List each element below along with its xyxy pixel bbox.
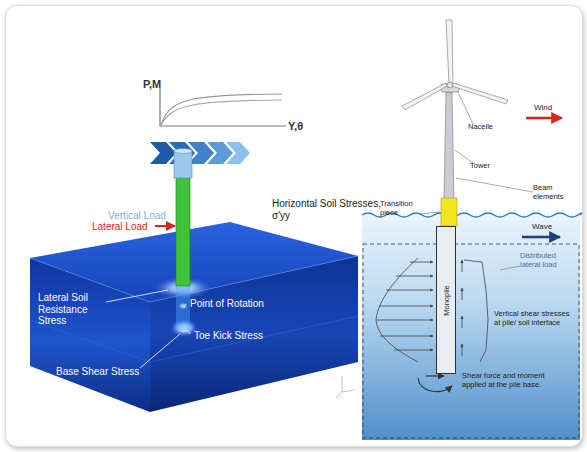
part-label: Transition piece: [380, 200, 424, 217]
distributed-load-arrows-part: [379, 306, 433, 307]
wind-turbine-part: [446, 20, 453, 84]
stress-label: Horizontal Soil Stresses, σ'yy: [272, 198, 382, 221]
fe-pile-part: [176, 176, 190, 286]
distributed-load-arrows-part: [464, 260, 488, 362]
distributed-load-arrows-part: [394, 350, 433, 351]
turbine-leader-lines-part: [500, 266, 520, 270]
turbine-leader-lines-part: [458, 92, 473, 124]
wind-turbine-part: [444, 92, 454, 200]
fe-leader-lines-part: [106, 290, 168, 302]
wind-wave-arrows-part: [522, 236, 560, 238]
distributed-load-arrows-part: [396, 276, 433, 277]
sea-and-soil-part: [362, 214, 580, 440]
distributed-load-arrows-part: [377, 320, 433, 321]
turbine-leader-lines-part: [420, 212, 440, 214]
wind-turbine-part: [441, 198, 457, 226]
base-moment-arrow-part: [426, 375, 444, 376]
lateral-load-arrow: [155, 226, 175, 227]
wind-wave-arrows: [522, 118, 562, 237]
part-label: Tower: [470, 162, 490, 171]
load-label: Shear force and moment applied at the pi…: [462, 372, 562, 389]
load-curve-icon: [160, 88, 286, 126]
pile-box: Monopile: [436, 226, 456, 374]
shear-stress-arrows-part: [462, 316, 463, 328]
distributed-load-arrows-part: [376, 258, 418, 362]
load-curve-icon-part: [161, 94, 282, 125]
shear-stress-arrows-part: [462, 288, 463, 300]
shear-stress-arrows-part: [462, 260, 463, 272]
axis-label: Y,θ: [288, 120, 303, 133]
stress-label: Point of Rotation: [190, 298, 264, 310]
fe-pile-part: [174, 150, 192, 178]
stress-label: Base Shear Stress: [56, 366, 139, 378]
sea-and-soil-part: [363, 244, 579, 438]
process-chevrons-part: [226, 142, 250, 164]
process-chevrons: [150, 142, 250, 164]
base-moment-arrow: [418, 376, 452, 392]
base-moment-arrow-part: [418, 378, 452, 392]
shear-stress-arrows: [462, 260, 463, 356]
load-curve-icon-part: [161, 100, 282, 125]
wind-turbine-part: [402, 83, 447, 110]
part-label: Beam elements: [533, 184, 577, 201]
distributed-load-arrows: [376, 258, 488, 362]
load-label: Vertical shear stresses at pile/ soil in…: [494, 310, 572, 327]
wind-wave-arrows-part: [526, 117, 562, 119]
soil-block-part: [30, 258, 150, 412]
axis-triad-part: [342, 376, 343, 392]
part-label: Nacelle: [468, 123, 493, 132]
distributed-load-arrows-part: [410, 262, 433, 263]
load-label: Wind: [534, 103, 552, 112]
lateral-load-arrow-part: [155, 225, 175, 227]
distributed-load-arrows-part: [386, 290, 433, 291]
wind-turbine-part: [452, 83, 508, 104]
fe-leader-lines-part: [188, 331, 190, 334]
axis-triad-part: [342, 390, 354, 392]
fe-pile: [174, 149, 192, 331]
fe-pile-part: [174, 149, 192, 154]
load-label: Lateral Load: [92, 221, 148, 233]
fe-leader-lines-part: [184, 304, 186, 308]
load-label: Vertical Load: [108, 210, 166, 222]
shear-stress-arrows-part: [462, 344, 463, 356]
soil-block-part: [30, 316, 358, 362]
turbine-leader-lines-part: [456, 178, 533, 192]
wind-turbine: [402, 20, 508, 226]
axis-triad-part: [336, 392, 342, 398]
load-label: Wave: [532, 222, 552, 231]
load-label: Distributed lateral load: [520, 252, 570, 269]
stress-label: Toe Kick Stress: [194, 330, 263, 342]
wind-turbine-part: [447, 82, 453, 88]
fe-leader-lines-part: [140, 334, 180, 368]
fe-leader-lines: [106, 290, 190, 368]
axis-label: P,M: [143, 78, 161, 91]
load-curve-icon-part: [160, 88, 286, 126]
soil-block: [30, 222, 358, 412]
axis-triad: [336, 376, 354, 398]
sea-and-soil: [362, 213, 582, 440]
distributed-load-arrows-part: [380, 336, 433, 337]
stress-label: Lateral Soil Resistance Stress: [38, 292, 108, 327]
fe-pile-part: [176, 286, 190, 330]
pile-label: Monopile: [442, 285, 451, 315]
